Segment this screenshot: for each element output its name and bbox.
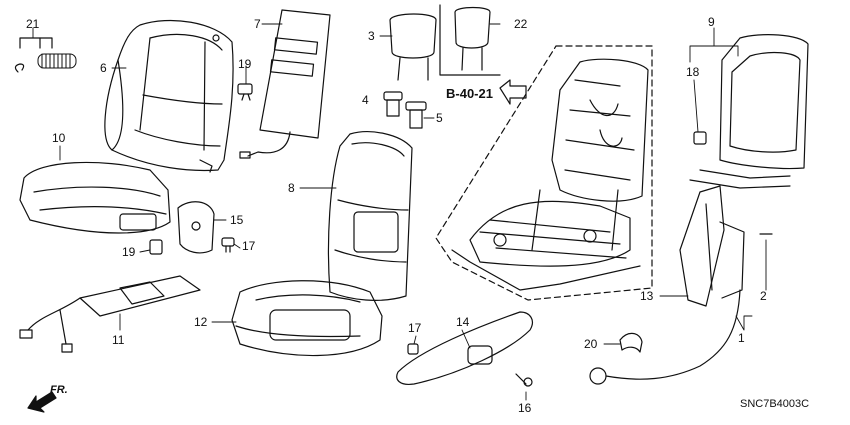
- callout-7: 7: [254, 17, 261, 31]
- side-shield-part: [589, 185, 773, 385]
- callout-20: 20: [584, 337, 598, 351]
- callout-9: 9: [708, 15, 715, 29]
- callout-5: 5: [436, 111, 443, 125]
- clip-part-lower: [149, 239, 163, 255]
- callout-11: 11: [112, 333, 125, 347]
- front-direction-label: FR.: [50, 384, 68, 396]
- callout-6: 6: [100, 61, 107, 75]
- part-code-label: SNC7B4003C: [740, 398, 810, 410]
- seat-heater-part: [239, 9, 331, 159]
- callout-10: 10: [52, 131, 66, 145]
- callout-22: 22: [514, 17, 528, 31]
- seat-cushion-pad-part: [231, 280, 383, 357]
- seatback-frame-part: [689, 34, 809, 189]
- bracket-part: [693, 131, 707, 145]
- callout-17-upper: 17: [242, 239, 256, 253]
- seatback-cover-part: [104, 19, 234, 173]
- seatback-trim-part: [327, 131, 413, 301]
- headrest-part: [389, 13, 437, 81]
- callout-12: 12: [194, 315, 208, 329]
- spring-clip-part: [14, 37, 77, 73]
- cable-clip-part: [619, 332, 643, 353]
- clip-part-17-lower: [407, 343, 419, 355]
- callout-1: 1: [738, 331, 745, 345]
- callout-17-lower: 17: [408, 321, 422, 335]
- callout-13: 13: [640, 289, 654, 303]
- callout-2: 2: [760, 289, 767, 303]
- callout-19-upper: 19: [238, 57, 252, 71]
- headrest-alt-part: [439, 4, 501, 76]
- callout-16: 16: [518, 401, 532, 415]
- side-bracket-part: [177, 201, 215, 254]
- reference-label: B-40-21: [446, 86, 493, 101]
- callout-19-lower: 19: [122, 245, 136, 259]
- callout-4: 4: [362, 93, 369, 107]
- callout-8: 8: [288, 181, 295, 195]
- callout-14: 14: [456, 315, 470, 329]
- headrest-guide-part: [383, 91, 427, 129]
- screw-part: [515, 373, 533, 387]
- seat-cushion-cover-part: [19, 161, 171, 234]
- callout-21: 21: [26, 17, 40, 31]
- callout-3: 3: [368, 29, 375, 43]
- cushion-heater-part: [19, 275, 201, 353]
- callout-15: 15: [230, 213, 244, 227]
- seat-frame-part: [435, 45, 653, 301]
- clip-part-17: [221, 237, 235, 253]
- reference-arrow: [499, 79, 527, 105]
- callout-18: 18: [686, 65, 700, 79]
- front-arrow: [27, 391, 57, 413]
- clip-part-upper: [237, 83, 253, 101]
